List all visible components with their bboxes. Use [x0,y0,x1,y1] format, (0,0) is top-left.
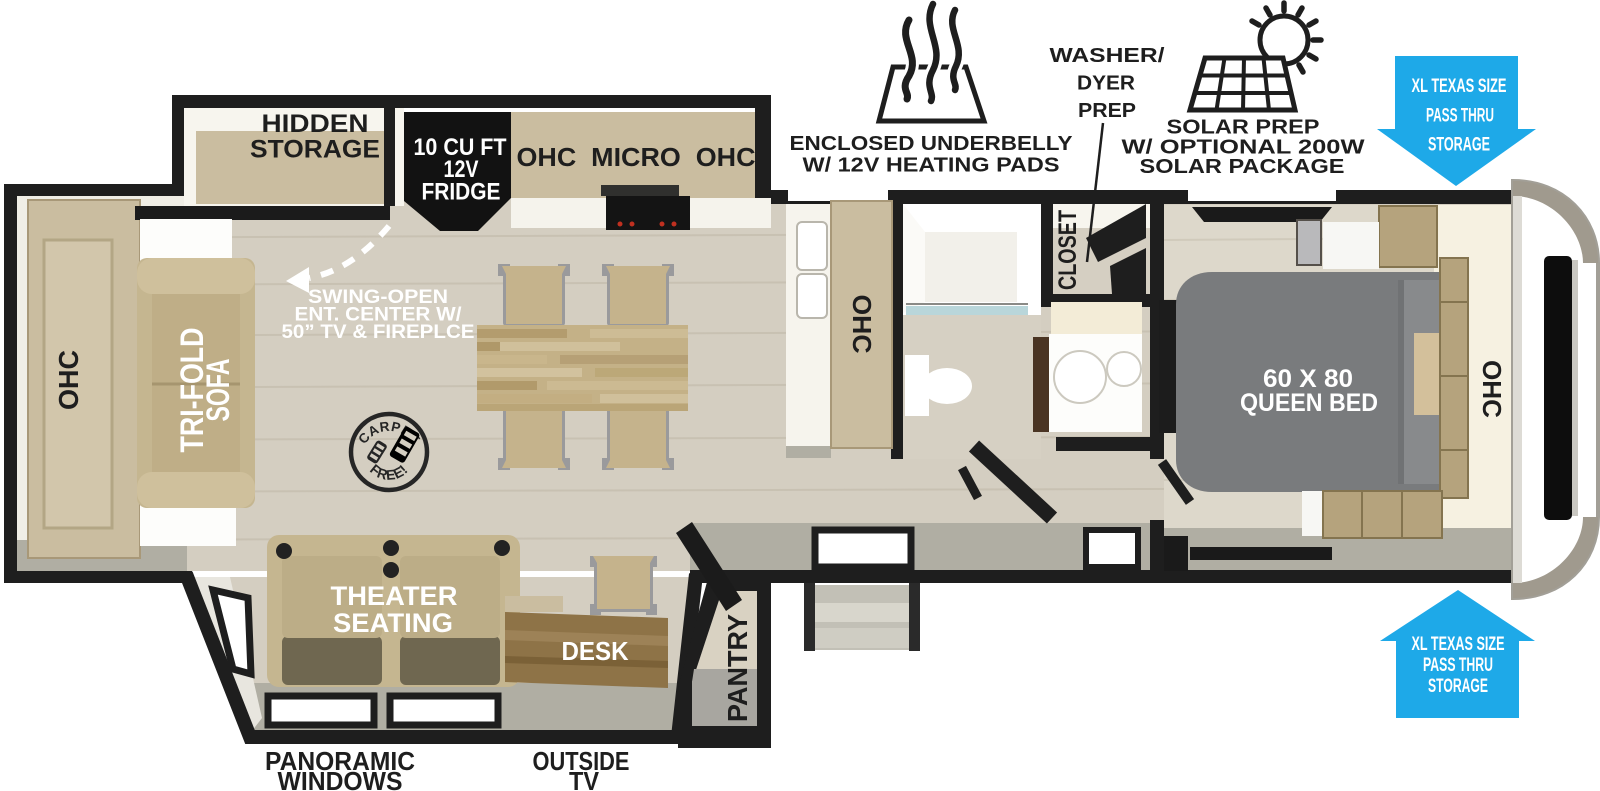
svg-text:SOLAR PACKAGE: SOLAR PACKAGE [1140,155,1345,178]
svg-text:THEATER: THEATER [331,581,458,611]
svg-text:QUEEN BED: QUEEN BED [1240,389,1378,417]
svg-text:HIDDEN: HIDDEN [262,110,369,138]
svg-text:OHC MICRO OHC: OHC MICRO OHC [517,144,756,172]
svg-text:OHC: OHC [1477,360,1507,418]
svg-text:DYER: DYER [1077,72,1135,95]
svg-text:SOFA: SOFA [200,359,236,422]
svg-text:OHC: OHC [53,350,84,410]
svg-text:SWING-OPEN: SWING-OPEN [308,286,448,308]
svg-text:XL TEXAS SIZE: XL TEXAS SIZE [1412,76,1507,97]
svg-text:W/ 12V HEATING PADS: W/ 12V HEATING PADS [803,154,1060,177]
svg-text:SEATING: SEATING [333,608,453,638]
svg-text:TV: TV [569,766,600,791]
svg-text:OUTSIDE: OUTSIDE [533,746,630,776]
svg-text:WINDOWS: WINDOWS [278,766,403,791]
svg-text:XL TEXAS SIZE: XL TEXAS SIZE [1412,634,1505,655]
svg-text:CLOSET: CLOSET [1054,210,1082,290]
svg-text:PANTRY: PANTRY [722,614,753,722]
svg-text:SOLAR PREP: SOLAR PREP [1167,116,1320,139]
svg-text:DESK: DESK [562,636,629,666]
svg-text:50” TV & FIREPLCE: 50” TV & FIREPLCE [282,321,475,343]
svg-text:60 X 80: 60 X 80 [1263,365,1353,393]
svg-text:TRI-FOLD: TRI-FOLD [174,328,210,453]
svg-text:12V: 12V [444,156,479,183]
svg-text:FRIDGE: FRIDGE [422,179,501,206]
svg-text:ENCLOSED UNDERBELLY: ENCLOSED UNDERBELLY [790,132,1073,155]
svg-text:W/ OPTIONAL 200W: W/ OPTIONAL 200W [1122,136,1366,159]
svg-text:PREP: PREP [1078,99,1136,122]
svg-text:WASHER/: WASHER/ [1050,44,1165,67]
svg-text:OHC: OHC [847,295,877,354]
svg-text:FREE!: FREE! [367,461,411,483]
svg-text:10 CU FT: 10 CU FT [414,134,507,161]
svg-text:PASS THRU: PASS THRU [1426,106,1494,127]
svg-text:STORAGE: STORAGE [250,136,380,164]
svg-text:STORAGE: STORAGE [1428,676,1488,697]
svg-text:PASS THRU: PASS THRU [1423,655,1493,676]
svg-text:STORAGE: STORAGE [1428,135,1490,156]
svg-text:PANORAMIC: PANORAMIC [265,746,415,776]
svg-text:ENT. CENTER W/: ENT. CENTER W/ [295,304,463,326]
